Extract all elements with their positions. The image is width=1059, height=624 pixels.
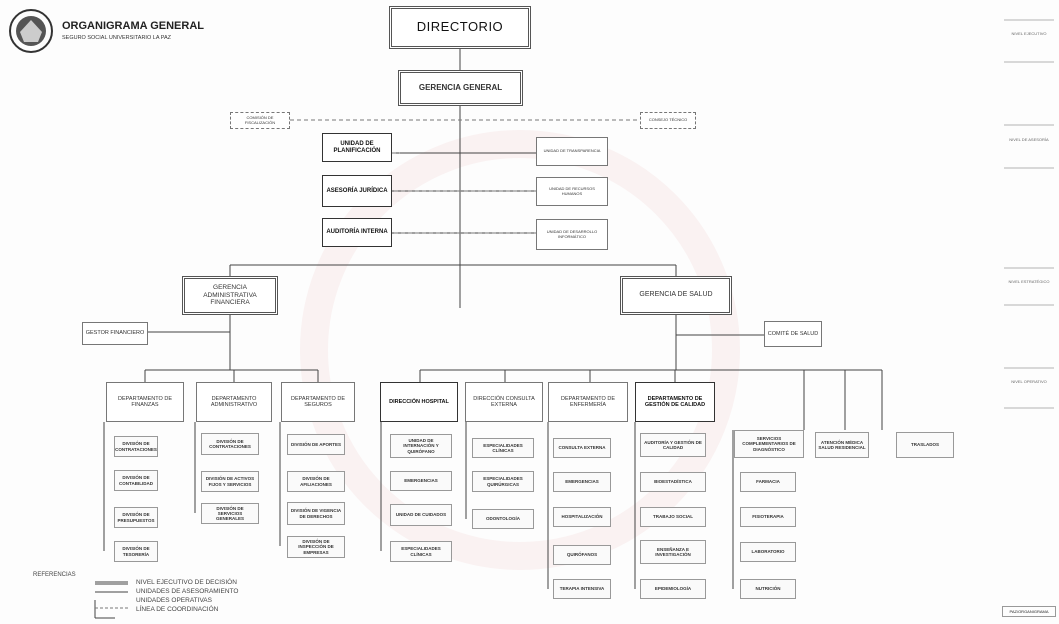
node-gestor-financiero[interactable]: GESTOR FINANCIERO	[82, 322, 148, 345]
unit-calidad-2[interactable]: BIOESTADÍSTICA	[640, 472, 706, 492]
node-asesoria-juridica[interactable]: ASESORÍA JURÍDICA	[322, 175, 392, 207]
footer-stamp: PAZ/ORGANIGRAMA	[1002, 606, 1056, 617]
unit-hospital-3[interactable]: UNIDAD DE CUIDADOS	[390, 504, 452, 526]
unit-hospital-4[interactable]: ESPECIALIDADES CLÍNICAS	[390, 541, 452, 562]
references-title: REFERENCIAS	[33, 572, 76, 578]
unit-finanzas-3[interactable]: DIVISIÓN DE PRESUPUESTOS	[114, 507, 158, 528]
node-unidad-planificacion[interactable]: UNIDAD DE PLANIFICACIÓN	[322, 133, 392, 162]
node-unidad-rrhh[interactable]: UNIDAD DE RECURSOS HUMANOS	[536, 177, 608, 206]
node-atencion-residencial[interactable]: ATENCIÓN MÉDICA SALUD RESIDENCIAL	[815, 432, 869, 458]
node-gerencia-general[interactable]: GERENCIA GENERAL	[398, 70, 523, 106]
node-direccion-hospital[interactable]: DIRECCIÓN HOSPITAL	[380, 382, 458, 422]
unit-seguros-1[interactable]: DIVISIÓN DE APORTES	[287, 434, 345, 455]
unit-admin-1[interactable]: DIVISIÓN DE CONTRATACIONES	[201, 433, 259, 455]
unit-consulta-1[interactable]: ESPECIALIDADES CLÍNICAS	[472, 438, 534, 458]
unit-hospital-1[interactable]: UNIDAD DE INTERNACIÓN Y QUIRÓFANO	[390, 434, 452, 458]
node-consejo-tecnico[interactable]: CONSEJO TÉCNICO	[640, 112, 696, 129]
unit-seguros-3[interactable]: DIVISIÓN DE VIGENCIA DE DERECHOS	[287, 502, 345, 525]
unit-finanzas-1[interactable]: DIVISIÓN DE CONTRATACIONES	[114, 436, 158, 457]
unit-enfermeria-2[interactable]: EMERGENCIAS	[553, 472, 611, 492]
unit-seguros-4[interactable]: DIVISIÓN DE INSPECCIÓN DE EMPRESAS	[287, 536, 345, 558]
unit-fisioterapia[interactable]: FISIOTERAPIA	[740, 507, 796, 527]
node-directorio[interactable]: DIRECTORIO	[389, 6, 531, 49]
unit-seguros-2[interactable]: DIVISIÓN DE AFILIACIONES	[287, 471, 345, 492]
unit-nutricion[interactable]: NUTRICIÓN	[740, 579, 796, 599]
unit-calidad-1[interactable]: AUDITORÍA Y GESTIÓN DE CALIDAD	[640, 433, 706, 457]
unit-laboratorio[interactable]: LABORATORIO	[740, 542, 796, 562]
reference-item-3: UNIDADES OPERATIVAS	[136, 597, 212, 604]
node-gerencia-administrativa[interactable]: GERENCIA ADMINISTRATIVA FINANCIERA	[182, 276, 278, 315]
node-dept-seguros[interactable]: DEPARTAMENTO DE SEGUROS	[281, 382, 355, 422]
unit-farmacia[interactable]: FARMACIA	[740, 472, 796, 492]
node-gerencia-salud[interactable]: GERENCIA DE SALUD	[620, 276, 732, 315]
unit-hospital-2[interactable]: EMERGENCIAS	[390, 471, 452, 491]
node-auditoria-interna[interactable]: AUDITORÍA INTERNA	[322, 218, 392, 247]
node-comite-salud[interactable]: COMITÉ DE SALUD	[764, 321, 822, 347]
unit-enfermeria-1[interactable]: CONSULTA EXTERNA	[553, 438, 611, 458]
node-dept-finanzas[interactable]: DEPARTAMENTO DE FINANZAS	[106, 382, 184, 422]
node-dept-enfermeria[interactable]: DEPARTAMENTO DE ENFERMERÍA	[548, 382, 628, 422]
unit-enfermeria-5[interactable]: TERAPIA INTENSIVA	[553, 579, 611, 599]
level-label-asesoria: NIVEL DE ASESORÍA	[1009, 137, 1049, 142]
reference-item-1: NIVEL EJECUTIVO DE DECISIÓN	[136, 579, 237, 586]
node-dept-administrativo[interactable]: DEPARTAMENTO ADMINISTRATIVO	[196, 382, 272, 422]
page-title: ORGANIGRAMA GENERAL	[62, 20, 204, 32]
unit-enfermeria-4[interactable]: QUIRÓFANOS	[553, 545, 611, 565]
unit-admin-2[interactable]: DIVISIÓN DE ACTIVOS FIJOS Y SERVICIOS	[201, 471, 259, 492]
reference-item-4: LÍNEA DE COORDINACIÓN	[136, 606, 219, 613]
unit-consulta-2[interactable]: ESPECIALIDADES QUIRÚRGICAS	[472, 471, 534, 492]
unit-calidad-3[interactable]: TRABAJO SOCIAL	[640, 507, 706, 527]
unit-calidad-5[interactable]: EPIDEMIOLOGÍA	[640, 579, 706, 599]
reference-item-2: UNIDADES DE ASESORAMIENTO	[136, 588, 239, 595]
unit-enfermeria-3[interactable]: HOSPITALIZACIÓN	[553, 507, 611, 527]
level-label-operativo: NIVEL OPERATIVO	[1011, 379, 1047, 384]
unit-finanzas-2[interactable]: DIVISIÓN DE CONTABILIDAD	[114, 470, 158, 491]
node-direccion-consulta-externa[interactable]: DIRECCIÓN CONSULTA EXTERNA	[465, 382, 543, 422]
node-servicios-complementarios[interactable]: SERVICIOS COMPLEMENTARIOS DE DIAGNÓSTICO	[734, 430, 804, 458]
unit-consulta-3[interactable]: ODONTOLOGÍA	[472, 509, 534, 529]
unit-finanzas-4[interactable]: DIVISIÓN DE TESORERÍA	[114, 541, 158, 562]
node-unidad-informatica[interactable]: UNIDAD DE DESARROLLO INFORMÁTICO	[536, 219, 608, 250]
unit-calidad-4[interactable]: ENSEÑANZA E INVESTIGACIÓN	[640, 540, 706, 564]
university-seal-icon	[9, 9, 53, 53]
node-dept-gestion-calidad[interactable]: DEPARTAMENTO DE GESTIÓN DE CALIDAD	[635, 382, 715, 422]
level-label-estrategico: NIVEL ESTRATÉGICO	[1008, 279, 1050, 284]
node-traslados[interactable]: TRASLADOS	[896, 432, 954, 458]
node-unidad-transparencia[interactable]: UNIDAD DE TRANSPARENCIA	[536, 137, 608, 166]
unit-admin-3[interactable]: DIVISIÓN DE SERVICIOS GENERALES	[201, 503, 259, 524]
page-subtitle: SEGURO SOCIAL UNIVERSITARIO LA PAZ	[62, 35, 172, 41]
level-label-ejecutivo: NIVEL EJECUTIVO	[1011, 31, 1047, 36]
node-comision-fiscalizacion[interactable]: COMISIÓN DE FISCALIZACIÓN	[230, 112, 290, 129]
